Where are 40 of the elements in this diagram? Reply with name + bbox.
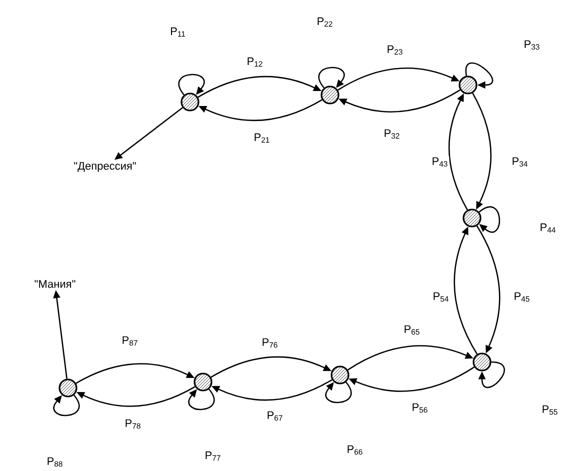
loop-arrow bbox=[53, 394, 80, 416]
edge-label: P$_{23}$ bbox=[386, 44, 404, 56]
edge-label: P$_{77}$ bbox=[204, 450, 222, 462]
state-circle bbox=[330, 366, 350, 384]
loop-arrow bbox=[478, 361, 505, 388]
state-circle bbox=[462, 208, 482, 228]
loop-arrow bbox=[178, 74, 205, 96]
state-label: "Мания" bbox=[34, 280, 76, 288]
loop-arrow bbox=[478, 206, 500, 233]
edge-label: P$_{65}$ bbox=[402, 324, 422, 336]
edge-label: P$_{87}$ bbox=[120, 335, 140, 347]
loop-arrow bbox=[465, 62, 493, 89]
state-circle bbox=[458, 76, 478, 94]
edge-label: P$_{32}$ bbox=[382, 128, 402, 140]
edge-label: P$_{44}$ bbox=[538, 222, 558, 234]
state-circle bbox=[58, 378, 78, 398]
edge-label: P$_{66}$ bbox=[346, 444, 364, 456]
edge-label: P$_{43}$ bbox=[430, 156, 450, 168]
edge-label: P$_{12}$ bbox=[246, 56, 264, 68]
state-circle bbox=[320, 86, 340, 104]
loop-arrow bbox=[318, 66, 345, 88]
edge-label: P$_{11}$ bbox=[169, 26, 187, 38]
edge-label: P$_{55}$ bbox=[540, 404, 560, 416]
state-circle bbox=[194, 372, 212, 392]
edge-label: P$_{33}$ bbox=[522, 39, 542, 51]
edge-label: P$_{21}$ bbox=[252, 132, 272, 144]
loop-arrow bbox=[188, 388, 215, 410]
edge-label: P$_{54}$ bbox=[432, 291, 450, 303]
state-circle bbox=[180, 92, 200, 112]
edge-label: P$_{34}$ bbox=[510, 156, 530, 168]
state-circle bbox=[472, 352, 492, 372]
loop-arrow bbox=[325, 382, 352, 404]
edge-label: P$_{76}$ bbox=[260, 337, 280, 349]
state-label: "Депрессия" bbox=[74, 162, 136, 172]
edge-label: P$_{45}$ bbox=[512, 291, 532, 303]
edge-label: P$_{56}$ bbox=[410, 402, 430, 414]
edge-label: P$_{78}$ bbox=[124, 418, 142, 430]
edge-label: P$_{88}$ bbox=[46, 456, 64, 468]
edge-label: P$_{67}$ bbox=[266, 410, 284, 422]
edge-label: P$_{22}$ bbox=[316, 16, 334, 28]
